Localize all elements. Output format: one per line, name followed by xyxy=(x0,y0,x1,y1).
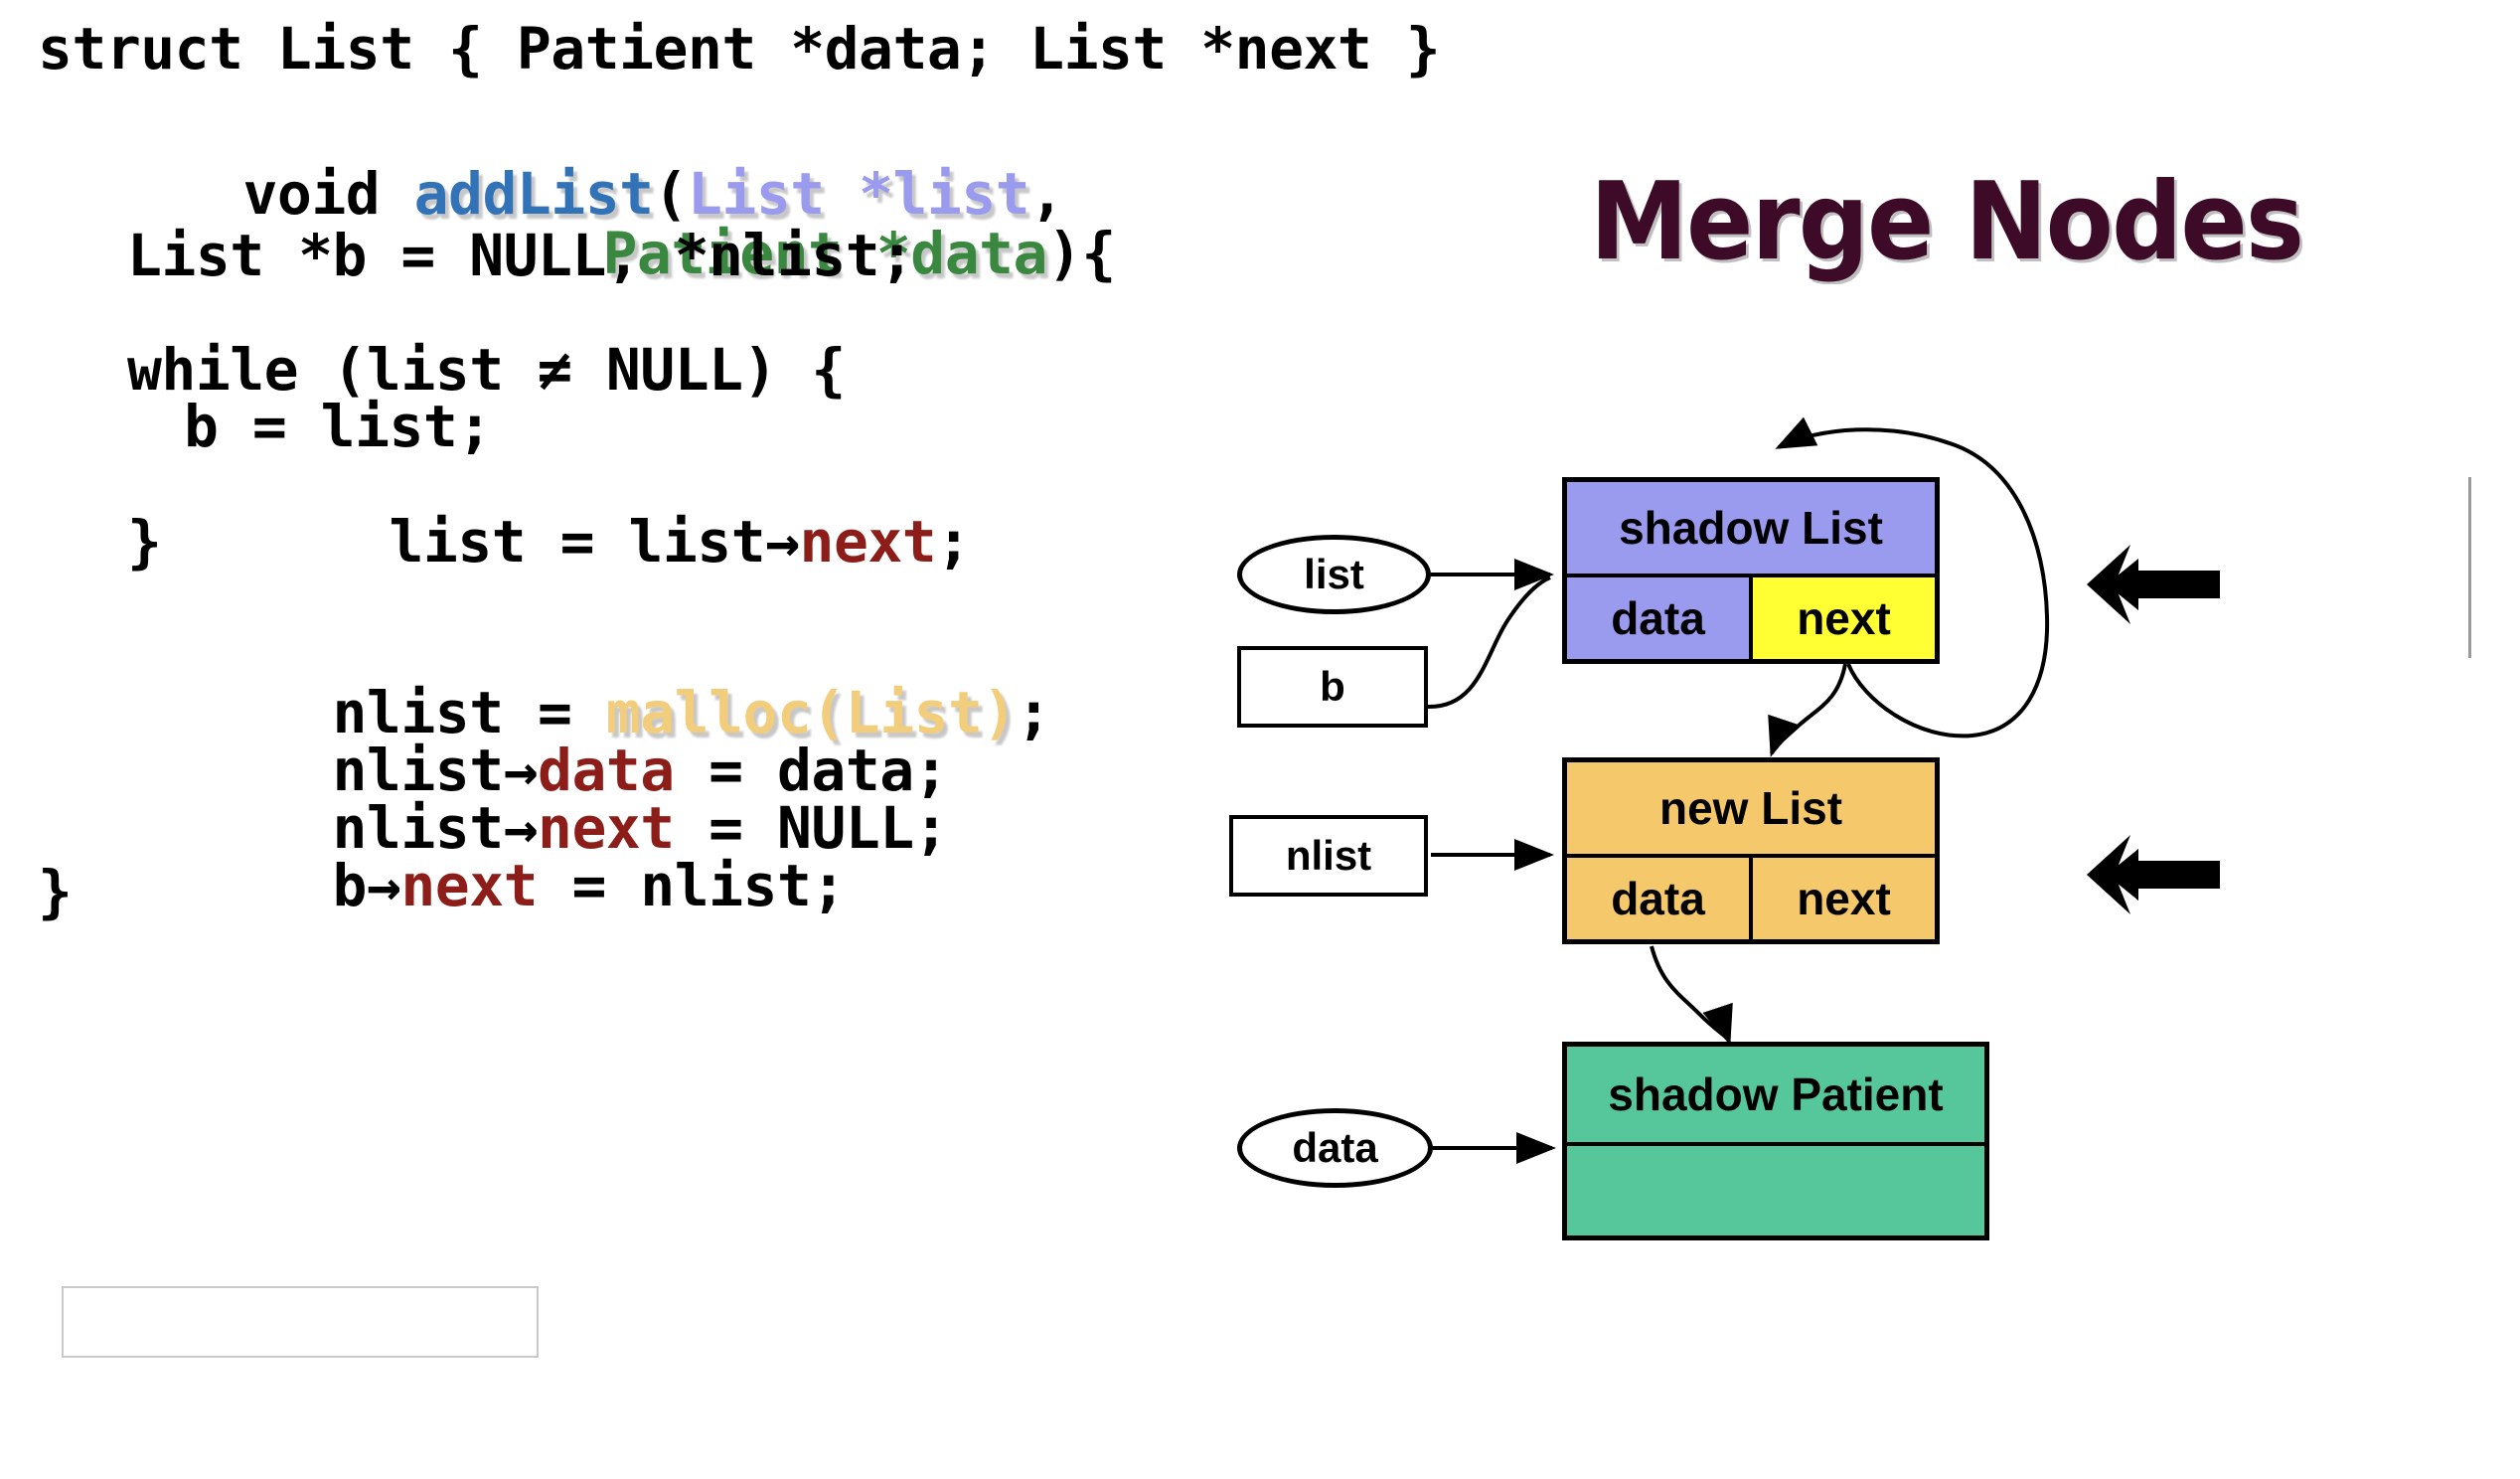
node-new-list-cells: data next xyxy=(1567,854,1935,939)
code-token-paren-open: ( xyxy=(653,160,689,228)
page-title: Merge Nodes xyxy=(1590,160,2304,284)
code-token-setdata-post: = data; xyxy=(674,737,949,804)
node-shadow-patient-cells xyxy=(1567,1142,1984,1235)
code-line-struct: struct List { Patient *data; List *next … xyxy=(38,15,1441,82)
pointer-data-label: data xyxy=(1292,1124,1378,1171)
code-line-close-while: } xyxy=(127,508,162,575)
pointer-nlist[interactable]: nlist xyxy=(1229,815,1428,897)
left-arrow-icon-2 xyxy=(2087,835,2220,914)
node-shadow-patient-cell-body[interactable] xyxy=(1567,1146,1984,1235)
node-new-list[interactable]: new List data next xyxy=(1562,757,1940,944)
code-line-decl: List *b = NULL, *nlist; xyxy=(127,222,914,289)
code-line-set-next: nlist→next = NULL; xyxy=(127,741,949,914)
code-token-link-field: next xyxy=(400,852,539,919)
code-token-link-post: = nlist; xyxy=(538,852,846,919)
right-edge-rule xyxy=(2468,477,2471,658)
edge-shadow-next-loopback xyxy=(1775,416,2050,739)
node-shadow-list-cell-next-label: next xyxy=(1797,592,1891,644)
node-new-list-cell-next-label: next xyxy=(1797,873,1891,924)
node-shadow-patient[interactable]: shadow Patient xyxy=(1562,1042,1989,1240)
node-shadow-list-title: shadow List xyxy=(1619,502,1883,554)
node-new-list-cell-data[interactable]: data xyxy=(1567,858,1749,939)
node-new-list-cell-data-label: data xyxy=(1611,873,1705,924)
code-token-comma: , xyxy=(1029,160,1064,228)
node-shadow-list[interactable]: shadow List data next xyxy=(1562,477,1940,664)
code-token-advance-pre: list = list→ xyxy=(389,508,801,575)
node-new-list-header: new List xyxy=(1567,762,1935,854)
code-token-setdata-pre: nlist→ xyxy=(332,737,539,804)
node-shadow-list-cell-data-label: data xyxy=(1611,592,1705,644)
edge-shadow-next-to-new-list xyxy=(1768,663,1847,757)
code-token-addlist: addList xyxy=(413,160,654,228)
code-token-setnext-post: = NULL; xyxy=(674,794,949,862)
node-new-list-cell-next[interactable]: next xyxy=(1749,858,1935,939)
code-token-setdata-field: data xyxy=(538,737,675,804)
pointer-list-label: list xyxy=(1304,551,1364,597)
code-token-void: void xyxy=(242,160,414,228)
code-line-assign-b: b = list; xyxy=(184,393,492,460)
code-token-setnext-pre: nlist→ xyxy=(332,794,539,862)
node-shadow-list-cells: data next xyxy=(1567,574,1935,659)
code-token-param-data: Patient *data xyxy=(602,220,1048,287)
pointer-list[interactable]: list xyxy=(1237,535,1431,614)
code-token-advance-post: ; xyxy=(936,508,971,575)
code-token-link-pre: b→ xyxy=(332,852,401,919)
left-arrow-icon-1 xyxy=(2087,545,2220,624)
pointer-data[interactable]: data xyxy=(1237,1108,1433,1188)
code-line-close-fn: } xyxy=(38,858,73,925)
edge-b-to-shadow-list xyxy=(1427,575,1551,710)
code-line-malloc: nlist = malloc(List); xyxy=(127,626,1051,799)
code-token-malloc-call: malloc(List) xyxy=(605,679,1018,746)
code-token-brace-open: ){ xyxy=(1046,220,1116,287)
code-line-while: while (list ≠ NULL) { xyxy=(127,336,846,404)
highlighted-line-box xyxy=(62,1286,539,1358)
code-line-advance: list = list→next; xyxy=(184,455,972,628)
node-shadow-patient-header: shadow Patient xyxy=(1567,1047,1984,1142)
code-panel: struct List { Patient *data; List *next … xyxy=(0,0,1441,1479)
pointer-nlist-label: nlist xyxy=(1285,832,1372,879)
node-new-list-title: new List xyxy=(1658,782,1843,834)
code-line-set-data: nlist→data = data; xyxy=(127,684,949,857)
pointer-b[interactable]: b xyxy=(1237,646,1428,728)
code-token-malloc-post: ; xyxy=(1016,679,1051,746)
code-line-signature-2: Patient *data){ xyxy=(397,167,1117,340)
code-line-signature-1: void addList(List *list, xyxy=(38,107,1065,280)
node-shadow-list-header: shadow List xyxy=(1567,482,1935,574)
code-line-link: b→next = nlist; xyxy=(127,799,847,972)
code-token-param-list: List *list xyxy=(687,160,1030,228)
node-shadow-list-cell-next[interactable]: next xyxy=(1749,577,1935,659)
edge-new-data-to-shadow-patient xyxy=(1650,945,1733,1046)
code-token-advance-next: next xyxy=(799,508,937,575)
node-shadow-list-cell-data[interactable]: data xyxy=(1567,577,1749,659)
code-token-malloc-pre: nlist = xyxy=(332,679,606,746)
code-token-setnext-field: next xyxy=(538,794,675,862)
pointer-b-label: b xyxy=(1320,663,1345,710)
node-shadow-patient-title: shadow Patient xyxy=(1608,1068,1944,1120)
